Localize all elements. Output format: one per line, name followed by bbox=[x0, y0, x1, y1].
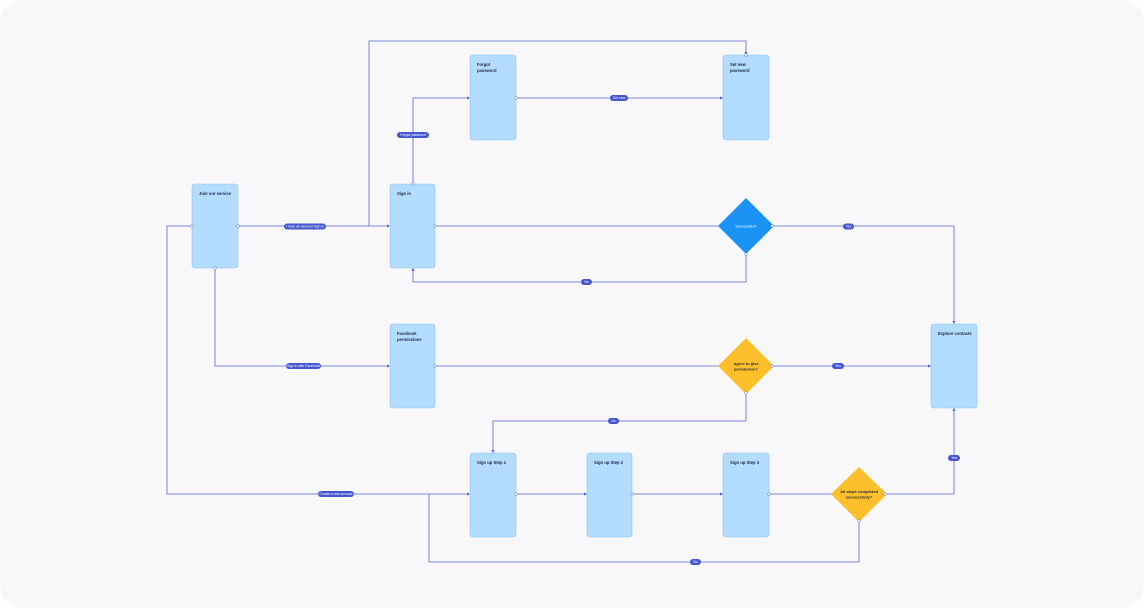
arrowhead bbox=[928, 364, 931, 368]
connector-agree-no[interactable] bbox=[492, 393, 747, 453]
decision-agree[interactable]: Agree to give permission? bbox=[718, 338, 774, 394]
decision-agree-label-2: permission? bbox=[734, 367, 758, 372]
screen-step2[interactable]: Sign up Step 2 bbox=[586, 452, 633, 538]
pill-have-account-text: I have an account Sign in bbox=[286, 225, 324, 229]
pill-yes-success-text: Yes bbox=[846, 225, 852, 229]
pill-yes-steps[interactable]: Yes bbox=[948, 455, 960, 461]
pill-yes-success[interactable]: Yes bbox=[843, 223, 854, 230]
port bbox=[770, 364, 774, 368]
port bbox=[433, 364, 437, 368]
screen-forgot-label-1: Forgot bbox=[477, 62, 491, 67]
pill-yes-agree-text: Yes bbox=[835, 364, 841, 368]
connection-ports bbox=[190, 53, 887, 523]
port bbox=[744, 53, 748, 57]
decision-allsteps[interactable]: All steps completed successfully? bbox=[831, 467, 887, 522]
port bbox=[514, 492, 518, 496]
pill-no-agree-text: No bbox=[611, 419, 615, 423]
connector-allsteps-no[interactable] bbox=[428, 494, 860, 563]
screen-step2-label: Sign up Step 2 bbox=[594, 460, 624, 465]
pill-no-success[interactable]: No bbox=[581, 279, 592, 285]
port bbox=[744, 252, 748, 256]
arrowhead bbox=[467, 96, 470, 100]
port bbox=[770, 224, 774, 228]
arrowhead bbox=[387, 364, 390, 368]
screen-forgot[interactable]: Forgot password bbox=[469, 54, 517, 141]
arrowhead bbox=[720, 492, 723, 496]
screen-join[interactable]: Join our service bbox=[191, 183, 239, 269]
pill-yes-steps-text: Yes bbox=[951, 456, 957, 460]
decision-agree-label-1: Agree to give bbox=[733, 361, 759, 366]
port bbox=[744, 391, 748, 395]
connector-join-facebook[interactable] bbox=[214, 268, 390, 367]
port bbox=[514, 96, 518, 100]
screen-step3[interactable]: Sign up Step 3 bbox=[722, 452, 770, 538]
port bbox=[190, 224, 194, 228]
arrowhead bbox=[467, 492, 470, 496]
port bbox=[883, 492, 887, 496]
port bbox=[433, 224, 437, 228]
screen-nodes: Join our service Sign in Forgot password… bbox=[191, 54, 978, 538]
decision-allsteps-label-1: All steps completed bbox=[840, 489, 878, 494]
pill-forgot-password-text: Forgot password bbox=[400, 133, 425, 137]
screen-setnew-label-2: password bbox=[730, 68, 750, 73]
arrowhead bbox=[952, 321, 956, 324]
port bbox=[857, 519, 861, 523]
arrowhead bbox=[584, 492, 587, 496]
edge-labels: I have an account Sign in Forgot passwor… bbox=[284, 95, 960, 565]
screen-setnew[interactable]: Set new password bbox=[722, 54, 770, 141]
pill-forgot-password[interactable]: Forgot password bbox=[397, 132, 429, 138]
decision-nodes: Successful? Agree to give permission? Al… bbox=[718, 198, 887, 522]
decision-successful[interactable]: Successful? bbox=[718, 198, 774, 254]
screen-step1[interactable]: Sign up Step 1 bbox=[469, 452, 517, 538]
pill-yes-agree[interactable]: Yes bbox=[832, 363, 844, 369]
screen-facebook[interactable]: Facebook permissions bbox=[389, 323, 436, 409]
arrowhead bbox=[491, 450, 495, 453]
connectors bbox=[166, 40, 955, 563]
port bbox=[411, 182, 415, 186]
pill-signin-facebook[interactable]: Sign in with Facebook bbox=[286, 363, 321, 369]
arrowhead bbox=[387, 224, 390, 228]
connector-allsteps-yes[interactable] bbox=[885, 408, 955, 495]
pill-signin-facebook-text: Sign in with Facebook bbox=[287, 364, 320, 368]
port bbox=[630, 492, 634, 496]
pill-no-agree[interactable]: No bbox=[608, 418, 619, 424]
arrowhead bbox=[720, 96, 723, 100]
screen-signin[interactable]: Sign in bbox=[389, 183, 436, 269]
port bbox=[767, 492, 771, 496]
screen-join-label: Join our service bbox=[199, 191, 232, 196]
decision-successful-label: Successful? bbox=[735, 224, 757, 229]
connector-successful-no[interactable] bbox=[412, 254, 747, 283]
arrowhead bbox=[411, 268, 415, 271]
pill-create-account-text: Create a new account bbox=[320, 492, 353, 496]
screen-step3-label: Sign up Step 3 bbox=[730, 460, 760, 465]
pill-have-account[interactable]: I have an account Sign in bbox=[284, 223, 326, 230]
pill-no-steps-text: No bbox=[693, 560, 697, 564]
connector-loop-setnew-top[interactable] bbox=[368, 40, 747, 226]
connector-successful-yes[interactable] bbox=[772, 225, 955, 324]
port bbox=[236, 224, 240, 228]
pill-create-account[interactable]: Create a new account bbox=[318, 491, 354, 497]
arrowhead bbox=[952, 408, 956, 411]
screen-setnew-label-1: Set new bbox=[730, 62, 747, 67]
screen-facebook-label-2: permissions bbox=[397, 337, 422, 342]
screen-step1-label: Sign up Step 1 bbox=[477, 460, 507, 465]
screen-facebook-label-1: Facebook bbox=[397, 331, 417, 336]
pill-no-success-text: No bbox=[584, 280, 588, 284]
pill-set-new-text: Set new bbox=[613, 96, 626, 100]
screen-explore[interactable]: Explore contacts bbox=[930, 323, 978, 409]
screen-signin-label: Sign in bbox=[397, 191, 411, 196]
screen-forgot-label-2: password bbox=[477, 68, 497, 73]
pill-set-new[interactable]: Set new bbox=[610, 95, 628, 101]
port bbox=[213, 266, 217, 270]
decision-allsteps-label-2: successfully? bbox=[846, 495, 873, 500]
pill-no-steps[interactable]: No bbox=[690, 559, 701, 565]
connector-signin-forgot[interactable] bbox=[412, 97, 470, 184]
screen-explore-label: Explore contacts bbox=[938, 331, 972, 336]
